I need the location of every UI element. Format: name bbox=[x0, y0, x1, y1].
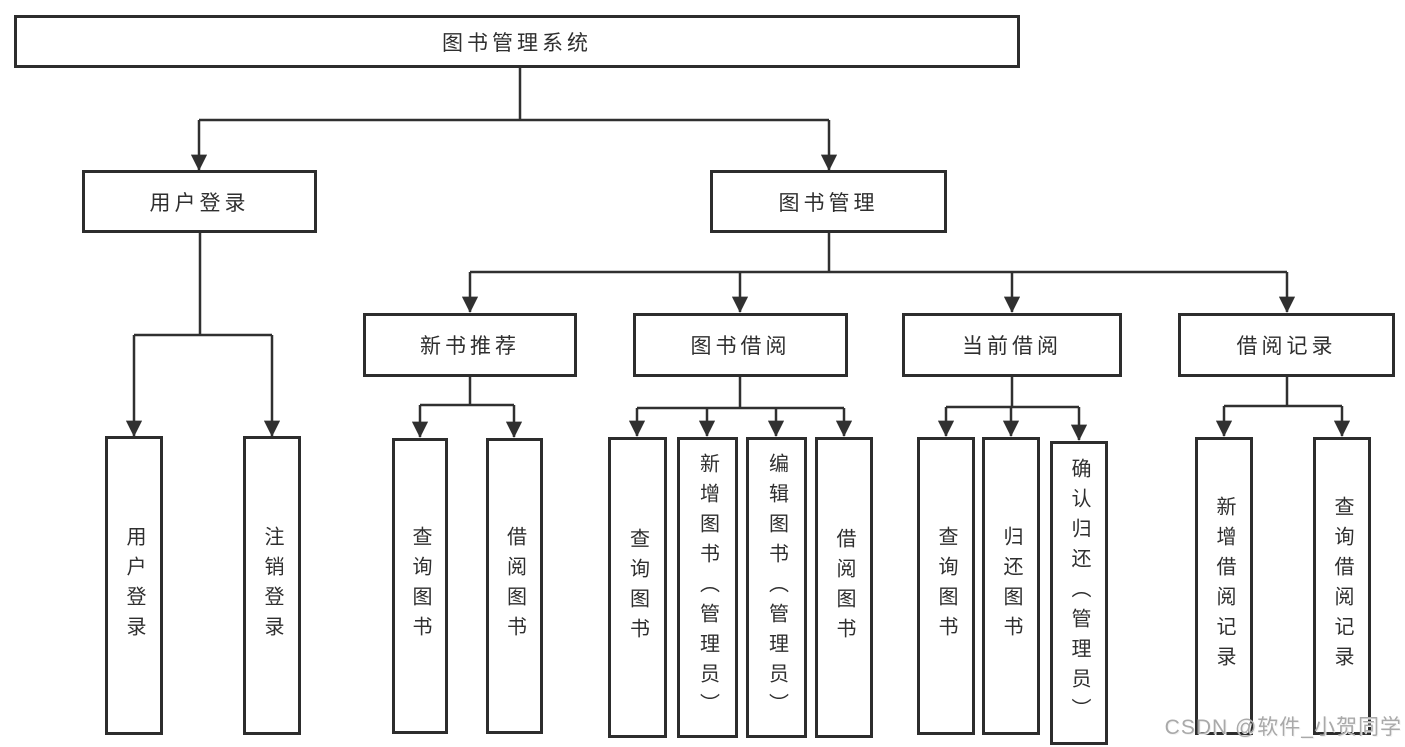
connector-root-branch bbox=[199, 68, 829, 122]
connector-records-branch bbox=[1224, 377, 1342, 408]
connector-borrow-branch bbox=[637, 377, 844, 410]
leaf-bb-add-books-admin: 新增图书（管理员） bbox=[677, 437, 738, 738]
connector-user-login-branch bbox=[134, 233, 272, 337]
node-current-borrow: 当前借阅 bbox=[902, 313, 1122, 377]
connector-book-management-branch bbox=[470, 233, 1287, 274]
connector-recommend-branch bbox=[420, 377, 514, 407]
leaf-rec-query-books: 查询图书 bbox=[392, 438, 448, 734]
node-book-management: 图书管理 bbox=[710, 170, 947, 233]
leaf-br-query-record: 查询借阅记录 bbox=[1313, 437, 1371, 735]
leaf-rec-borrow-books: 借阅图书 bbox=[486, 438, 543, 734]
leaf-logout: 注销登录 bbox=[243, 436, 301, 735]
csdn-watermark: CSDN @软件_小贺同学 bbox=[1164, 716, 1402, 739]
leaf-bb-query-books: 查询图书 bbox=[608, 437, 667, 738]
leaf-cb-query-books: 查询图书 bbox=[917, 437, 975, 735]
leaf-cb-return-books: 归还图书 bbox=[982, 437, 1040, 735]
leaf-user-login: 用户登录 bbox=[105, 436, 163, 735]
node-borrow-records: 借阅记录 bbox=[1178, 313, 1395, 377]
leaf-bb-borrow-books: 借阅图书 bbox=[815, 437, 873, 738]
leaf-br-add-record: 新增借阅记录 bbox=[1195, 437, 1253, 735]
leaf-bb-edit-books-admin: 编辑图书（管理员） bbox=[746, 437, 807, 738]
node-new-book-recommend: 新书推荐 bbox=[363, 313, 577, 377]
leaf-cb-confirm-return-admin: 确认归还（管理员） bbox=[1050, 441, 1108, 745]
node-book-borrow: 图书借阅 bbox=[633, 313, 848, 377]
node-user-login: 用户登录 bbox=[82, 170, 317, 233]
connector-current-branch bbox=[946, 377, 1079, 409]
node-root: 图书管理系统 bbox=[14, 15, 1020, 68]
